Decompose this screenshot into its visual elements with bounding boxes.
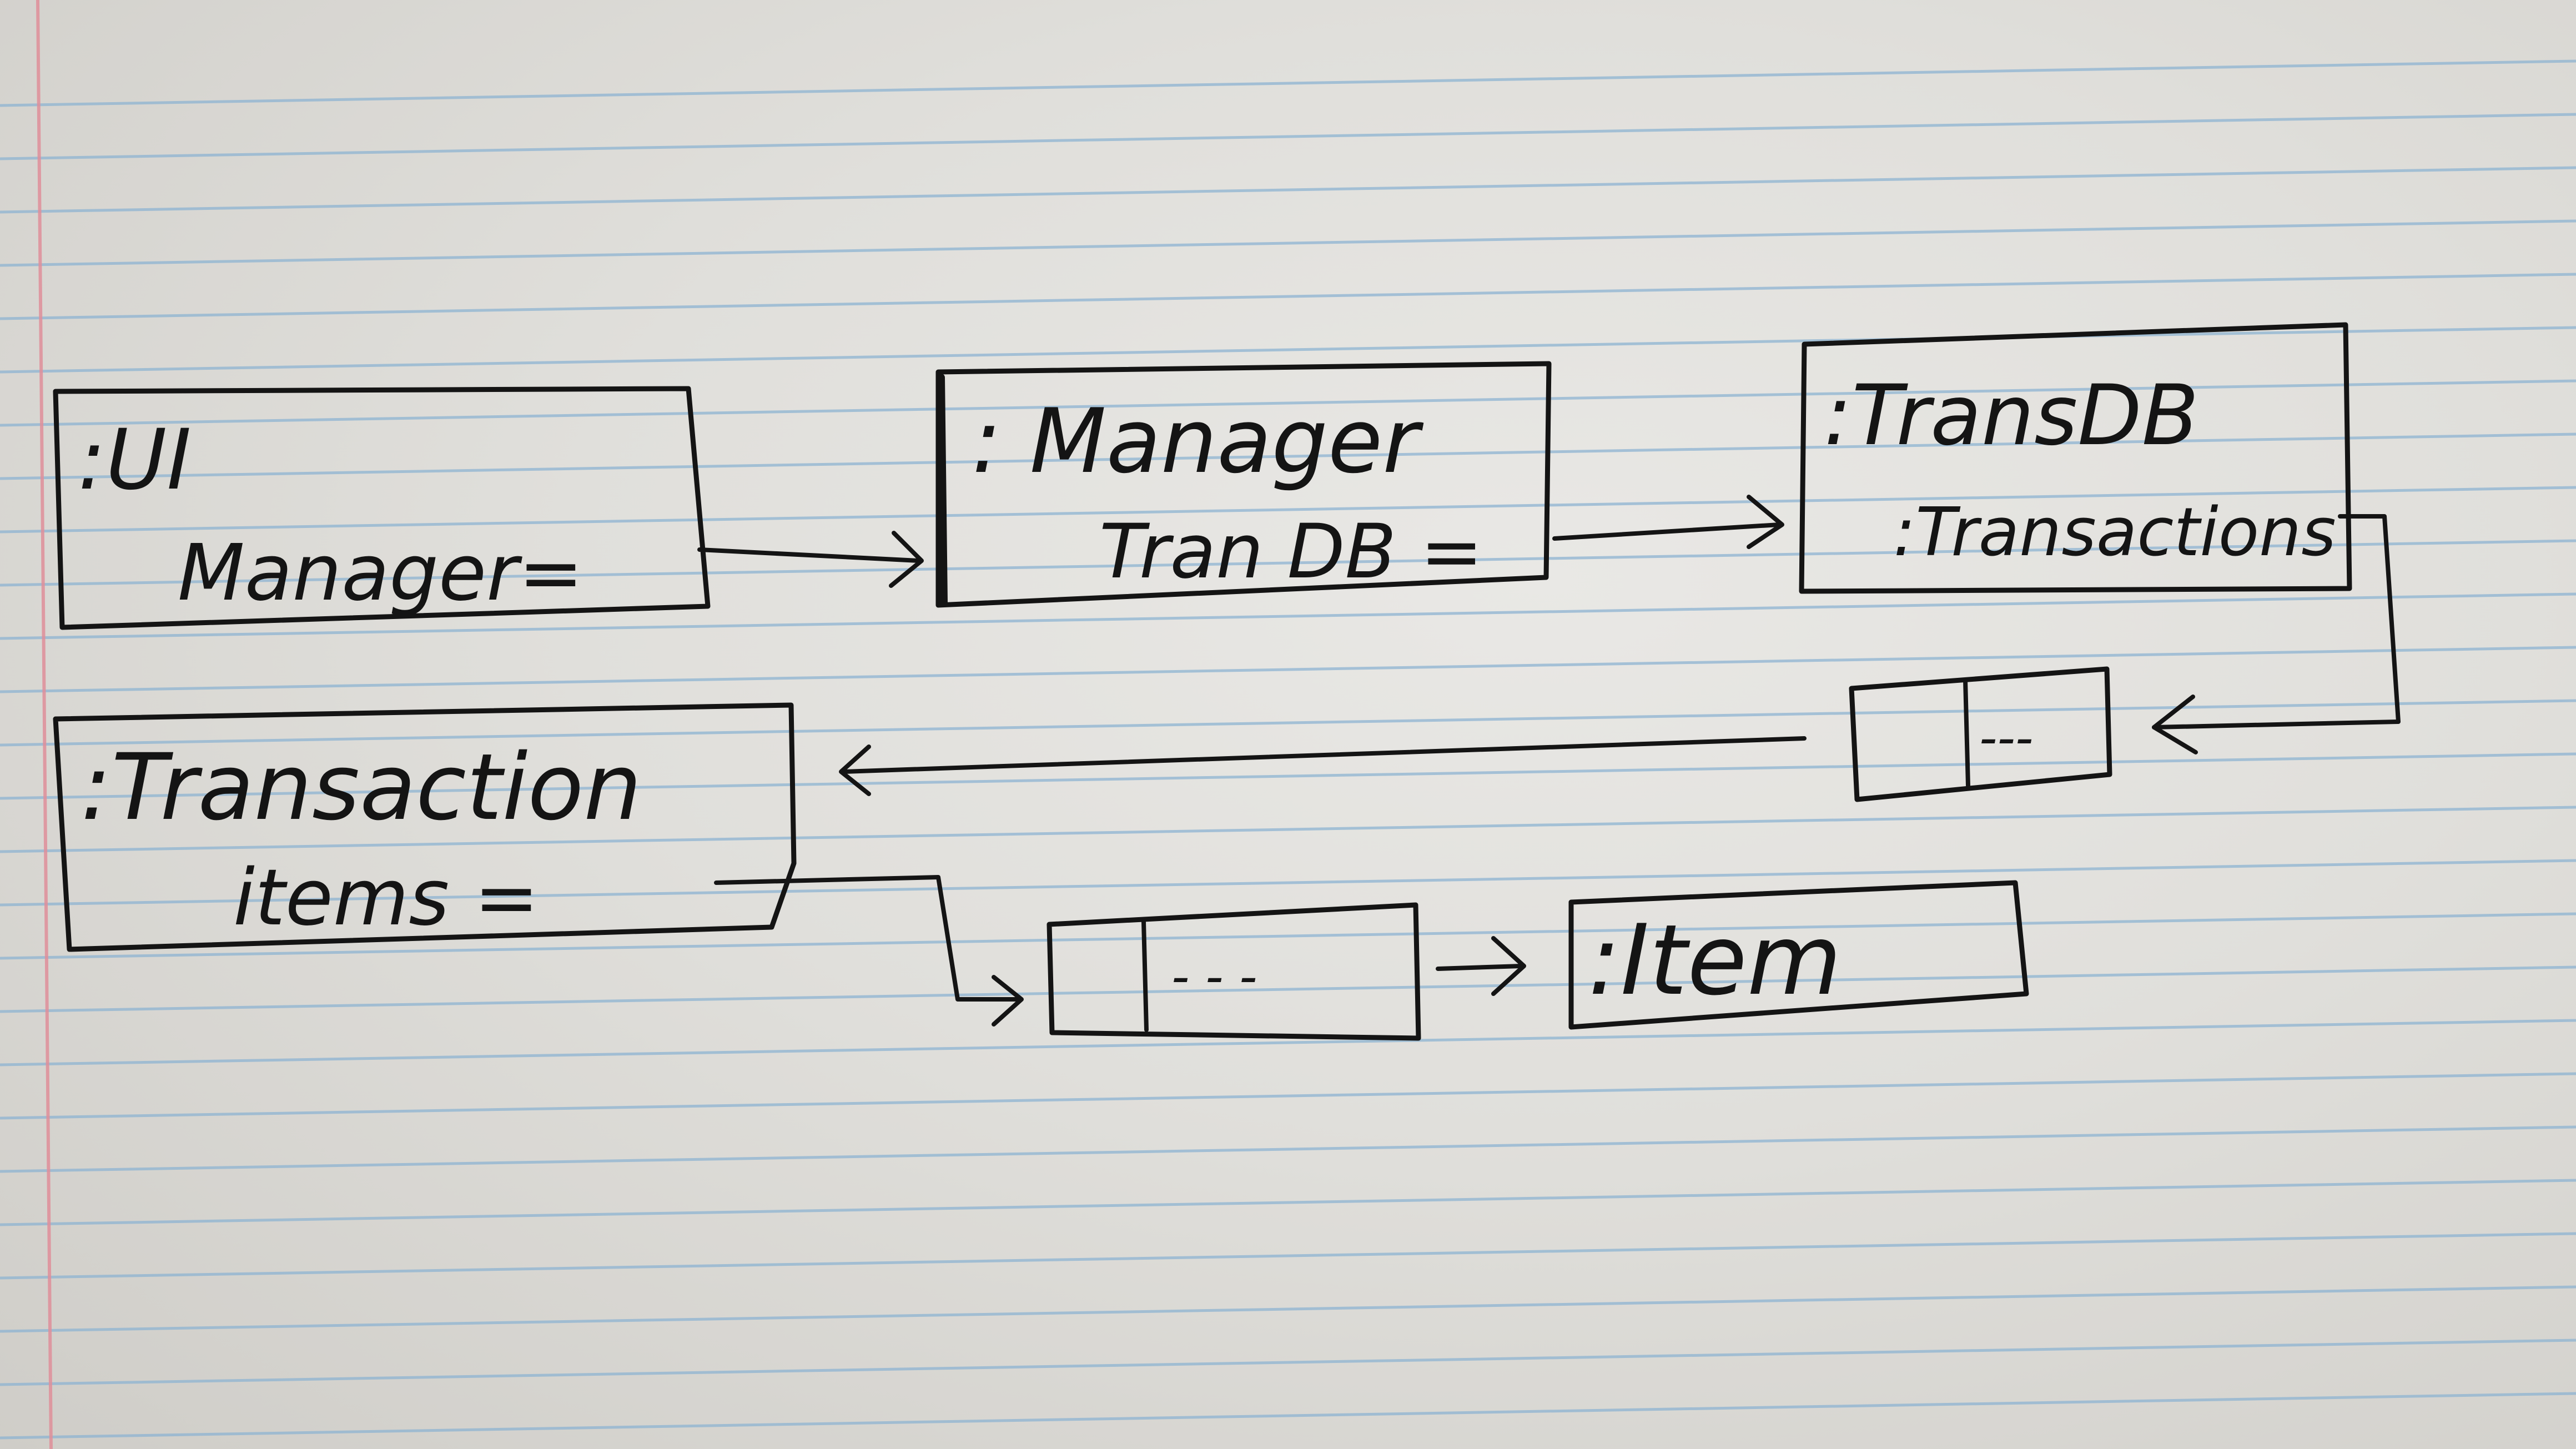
rule-line bbox=[0, 965, 2576, 1013]
arrow-array-to-transaction bbox=[839, 736, 1807, 796]
transactions-array: --- bbox=[1849, 666, 2112, 802]
object-transaction-field: items = bbox=[233, 853, 539, 943]
arrow-manager-to-transdb bbox=[1552, 495, 1784, 549]
arrow-items-to-item bbox=[1436, 936, 1526, 996]
rule-line bbox=[0, 1072, 2576, 1120]
rule-line bbox=[0, 273, 2576, 320]
margin-line bbox=[36, 0, 53, 1449]
rule-line bbox=[0, 1179, 2576, 1226]
object-manager: : Manager Tran DB = bbox=[935, 361, 1552, 608]
arrow-transdb-to-array bbox=[2152, 514, 2401, 754]
items-array: - - - bbox=[1046, 902, 1421, 1041]
items-array-box bbox=[1046, 902, 1421, 1041]
object-ui: :UI Manager= bbox=[53, 386, 711, 630]
rule-line bbox=[0, 379, 2576, 427]
object-transdb-field: :Transactions bbox=[1893, 494, 2336, 571]
rule-line bbox=[0, 699, 2576, 747]
transactions-array-cell-text: --- bbox=[1979, 709, 2033, 767]
object-manager-box-edge bbox=[937, 374, 948, 606]
object-transaction-box bbox=[53, 702, 797, 952]
rule-line bbox=[0, 1019, 2576, 1066]
rule-line bbox=[0, 912, 2576, 960]
arrow-ui-to-manager bbox=[697, 531, 924, 588]
rule-line bbox=[0, 859, 2576, 907]
rule-line bbox=[0, 1392, 2576, 1440]
arrow-transaction-to-items bbox=[714, 875, 1024, 1027]
rule-line bbox=[0, 646, 2576, 693]
object-transdb: :TransDB :Transactions bbox=[1799, 322, 2352, 594]
object-ui-box bbox=[53, 386, 711, 630]
object-transaction: :Transaction items = bbox=[53, 702, 797, 952]
ruled-lines bbox=[0, 59, 2576, 1440]
rule-line bbox=[0, 752, 2576, 800]
rule-line bbox=[0, 806, 2576, 853]
rule-line bbox=[0, 539, 2576, 587]
object-manager-box bbox=[935, 361, 1552, 608]
object-manager-field: Tran DB = bbox=[1099, 508, 1483, 595]
object-item-name: :Item bbox=[1588, 904, 1842, 1017]
object-ui-name: :UI bbox=[78, 412, 192, 509]
object-transdb-name: :TransDB bbox=[1824, 368, 2199, 464]
rule-line bbox=[0, 432, 2576, 480]
rule-line bbox=[0, 113, 2576, 160]
items-array-divider bbox=[1141, 919, 1149, 1032]
rule-line bbox=[0, 1125, 2576, 1173]
object-ui-field: Manager= bbox=[178, 528, 583, 618]
object-item-box bbox=[1568, 880, 2029, 1030]
rule-line bbox=[0, 1232, 2576, 1280]
rule-line bbox=[0, 1285, 2576, 1333]
object-transaction-name: :Transaction bbox=[80, 734, 642, 841]
rule-line bbox=[0, 486, 2576, 534]
rule-line bbox=[0, 59, 2576, 107]
object-transdb-box bbox=[1799, 322, 2352, 594]
rule-line bbox=[0, 592, 2576, 640]
object-manager-name: : Manager bbox=[972, 389, 1424, 493]
transactions-array-divider bbox=[1963, 678, 1970, 788]
transactions-array-box bbox=[1849, 666, 2112, 802]
rule-line bbox=[0, 166, 2576, 214]
object-item: :Item bbox=[1568, 880, 2029, 1030]
items-array-cell-text: - - - bbox=[1171, 948, 1257, 1006]
rule-line bbox=[0, 1339, 2576, 1386]
rule-line bbox=[0, 326, 2576, 374]
rule-line bbox=[0, 219, 2576, 267]
